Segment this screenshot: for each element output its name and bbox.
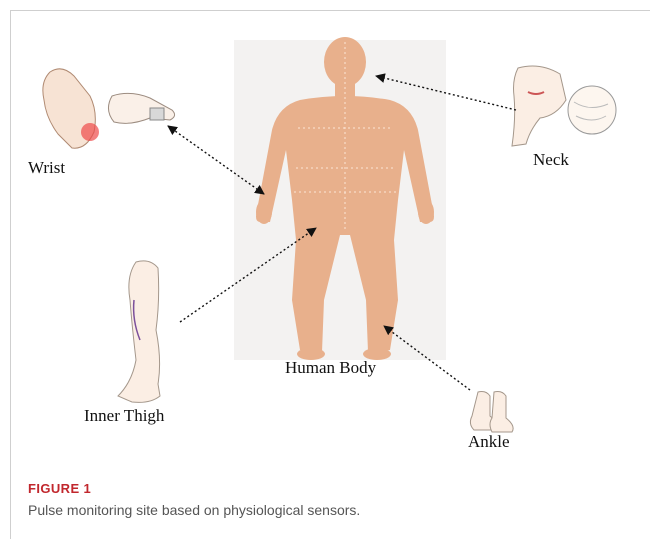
- inner-thigh-label: Inner Thigh: [84, 406, 164, 426]
- ankle-illustration: [470, 392, 513, 433]
- wrist-illustration: [43, 69, 175, 148]
- neck-illustration: [512, 66, 616, 146]
- figure-caption-text: Pulse monitoring site based on physiolog…: [28, 502, 360, 518]
- figure-caption-title: FIGURE 1: [28, 481, 91, 496]
- human-body-label: Human Body: [285, 358, 376, 378]
- ankle-label: Ankle: [468, 432, 510, 452]
- wrist-label: Wrist: [28, 158, 65, 178]
- neck-label: Neck: [533, 150, 569, 170]
- leg-illustration: [118, 261, 160, 403]
